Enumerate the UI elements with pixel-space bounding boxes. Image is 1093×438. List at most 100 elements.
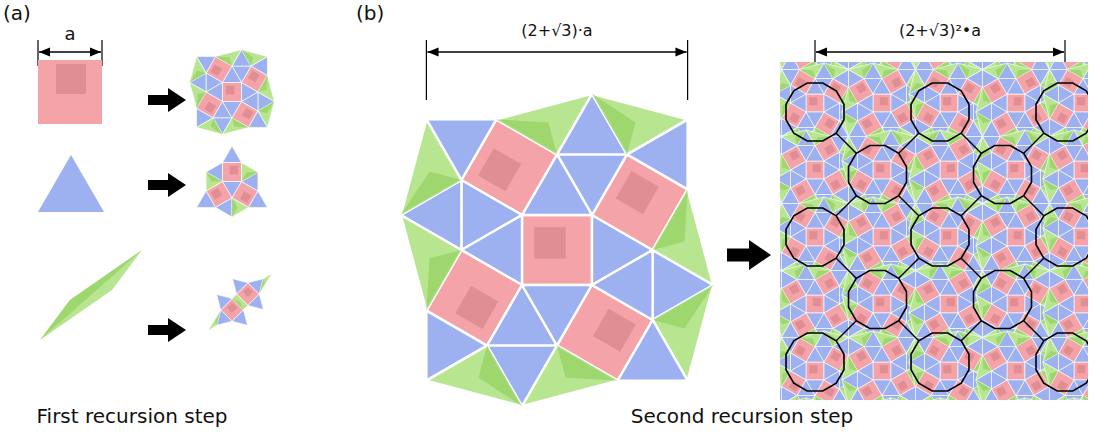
tile-marking (211, 188, 223, 200)
superlattice-edge (836, 258, 856, 278)
tile (915, 188, 933, 204)
tile (1000, 398, 1025, 400)
tile (933, 197, 958, 213)
tile (206, 172, 222, 191)
tile-marking (964, 313, 975, 324)
tile-marking (1025, 211, 1036, 222)
tile (976, 221, 992, 246)
tile-marking (929, 398, 940, 400)
dimension-label: a (64, 24, 75, 45)
tile-marking (880, 231, 888, 239)
tile (1067, 63, 1088, 79)
tile-marking (813, 298, 821, 306)
small-patch (1043, 398, 1088, 400)
tile (248, 191, 267, 207)
superlattice-edge (1024, 133, 1044, 153)
tile-marking (915, 237, 924, 253)
tile (248, 111, 267, 127)
tile-marking (1077, 365, 1085, 373)
tile-marking (1049, 103, 1058, 119)
tile-marking (915, 103, 924, 119)
tile (873, 228, 891, 246)
tile-marking (964, 83, 975, 94)
tile-marking (616, 171, 659, 214)
small-patch (780, 264, 855, 344)
tile-marking (929, 345, 940, 356)
tile (842, 295, 858, 320)
tile (242, 163, 258, 182)
superlattice-edge (961, 258, 981, 278)
dodecagon-outline (786, 333, 844, 391)
superlattice-edge (836, 133, 856, 153)
tile (824, 331, 849, 347)
tile-marking (1031, 380, 1042, 391)
tile-marking (897, 246, 908, 257)
tile-marking (795, 62, 806, 63)
tile (1049, 398, 1074, 400)
tile-marking (958, 144, 969, 155)
tile (1025, 264, 1050, 280)
tile (909, 154, 925, 179)
tile (259, 273, 272, 294)
tile-marking (232, 198, 237, 217)
tile-marking (923, 284, 934, 295)
tile-marking (990, 179, 1001, 190)
tile-marking (897, 112, 908, 123)
tile (806, 398, 831, 400)
tile-marking (848, 87, 857, 103)
tile-marking (795, 264, 806, 280)
first-step-patch (401, 94, 713, 406)
tile-marking (1067, 337, 1083, 346)
tile (232, 198, 248, 217)
step-arrow (148, 173, 186, 197)
tile (806, 161, 824, 179)
tile (982, 121, 1000, 137)
tile-marking (782, 288, 791, 304)
tile-marking (862, 278, 873, 289)
tile-marking (897, 380, 908, 391)
tile-marking (1063, 130, 1074, 146)
tile (232, 279, 247, 294)
tile-marking (923, 112, 934, 123)
tile-marking (1063, 62, 1074, 63)
tile-marking (824, 118, 835, 129)
tile (1043, 337, 1059, 362)
triangle-tile (38, 155, 104, 212)
triangle-patch (197, 146, 268, 217)
tile-marking (809, 231, 817, 239)
tile-marking (949, 395, 965, 400)
tile-marking (557, 346, 618, 381)
tile-marking (929, 185, 940, 196)
tile-marking (891, 130, 902, 146)
tile-marking (880, 365, 888, 373)
tile (401, 215, 462, 311)
tile (873, 362, 891, 380)
dodecagon-outline (974, 146, 1032, 204)
tile (976, 87, 992, 112)
tile (1049, 62, 1067, 70)
tile (991, 103, 1007, 121)
tile (924, 304, 940, 322)
tile-marking (40, 250, 142, 340)
tile-marking (866, 395, 882, 400)
tile-marking (478, 148, 521, 191)
tile-marking (862, 118, 873, 129)
tile-marking (799, 70, 815, 79)
tile-marking (830, 313, 841, 324)
rhombus-tile (40, 250, 142, 340)
tile-marking (455, 286, 498, 329)
tile (780, 288, 790, 313)
tile-marking (996, 63, 1007, 79)
tile-marking (401, 171, 462, 215)
tile (891, 398, 916, 400)
tile-marking (1063, 211, 1074, 222)
tile-marking (211, 118, 223, 134)
tile-marking (1063, 398, 1074, 400)
tile (401, 119, 462, 215)
superlattice-edge (899, 133, 919, 153)
tile (258, 76, 274, 102)
tile-marking (1043, 351, 1059, 362)
tile-marking (242, 50, 254, 66)
tile (958, 331, 983, 347)
